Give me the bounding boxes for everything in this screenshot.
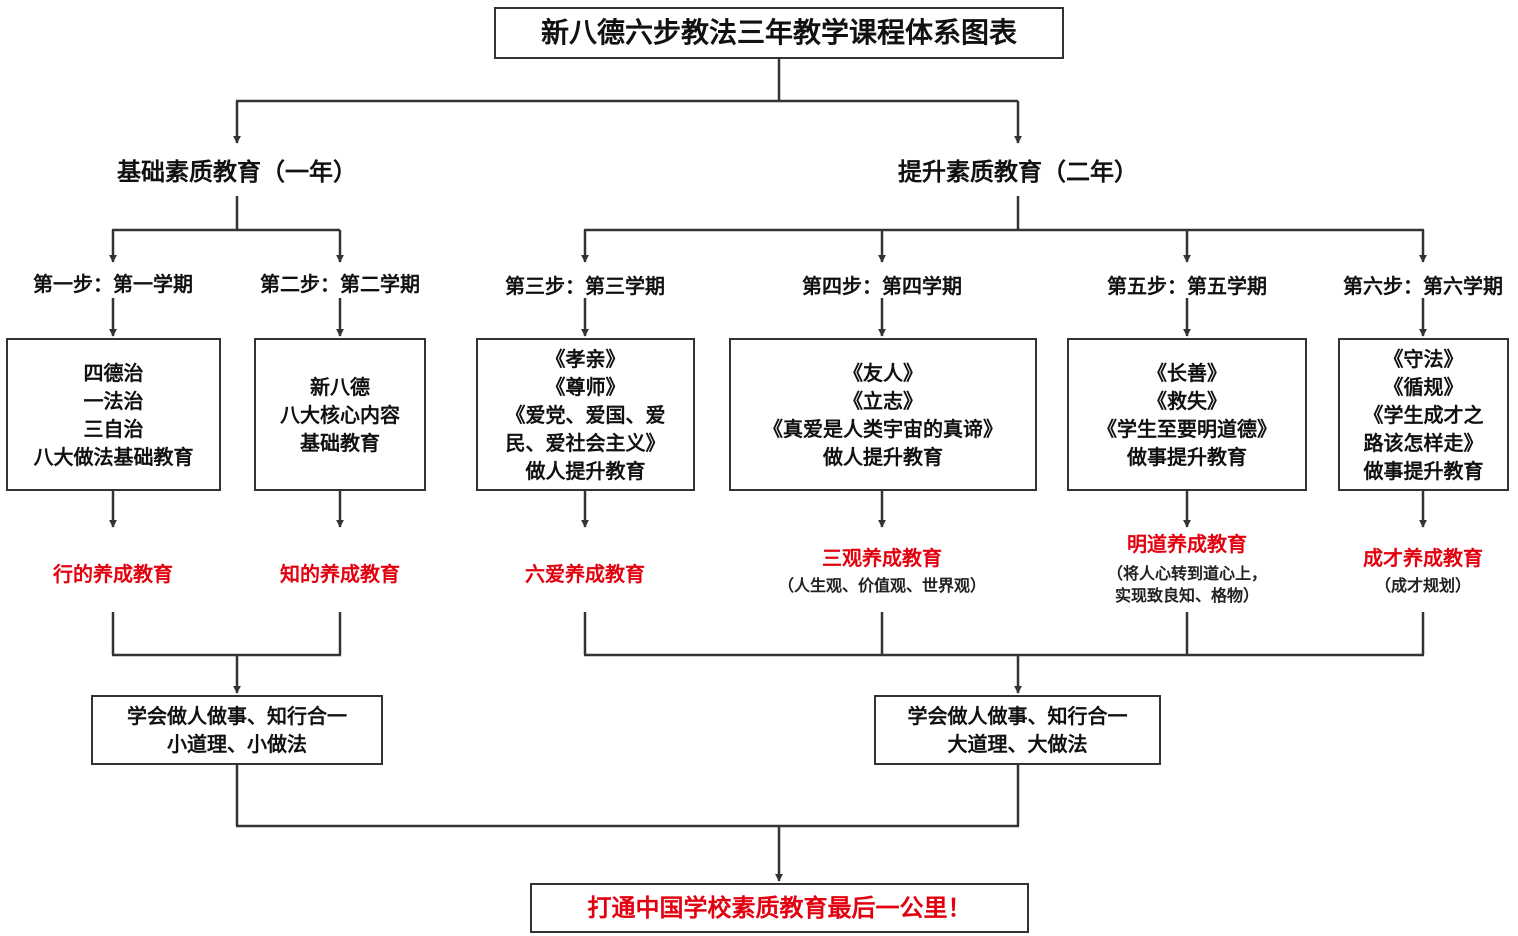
step-1-content-line: 八大做法基础教育 — [33, 444, 194, 469]
basic-summary-line: 学会做人做事、知行合一 — [127, 704, 347, 728]
branch-advanced-heading: 提升素质教育（二年） — [898, 158, 1138, 186]
advanced-summary-box: 学会做人做事、知行合一 大道理、大做法 — [874, 695, 1161, 765]
basic-summary-line: 小道理、小做法 — [167, 732, 307, 756]
step-2-content-line: 基础教育 — [300, 430, 380, 455]
step-5-content-line: 《救失》 — [1147, 388, 1227, 413]
step-3-content-line: 《尊师》 — [545, 374, 626, 399]
step-5-content-line: 《学生至要明道德》 — [1097, 416, 1277, 441]
step-3-label: 第三步：第三学期 — [505, 274, 665, 298]
step-3-content-line: 民、爱社会主义》 — [505, 430, 666, 455]
step-3-outcome: 六爱养成教育 — [525, 562, 645, 586]
step-6-content-line: 《守法》 — [1383, 346, 1464, 371]
step-1-outcome: 行的养成教育 — [53, 562, 173, 586]
step-1-content-line: 一法治 — [83, 388, 144, 413]
step-1-label: 第一步：第一学期 — [33, 272, 193, 296]
branch-basic-heading: 基础素质教育（一年） — [117, 158, 357, 186]
step-5-note: 实现致良知、格物） — [1114, 586, 1260, 605]
step-2-label: 第二步：第二学期 — [260, 272, 420, 296]
step-5-label: 第五步：第五学期 — [1107, 274, 1267, 298]
step-5-content-box: 《长善》 《救失》 《学生至要明道德》 做事提升教育 — [1067, 338, 1307, 491]
step-6-content-line: 《学生成才之 — [1363, 402, 1484, 427]
step-2-content-line: 新八德 — [310, 374, 370, 399]
step-3-content-line: 《孝亲》 — [545, 346, 626, 371]
basic-summary-box: 学会做人做事、知行合一 小道理、小做法 — [91, 695, 383, 765]
advanced-summary-line: 学会做人做事、知行合一 — [907, 704, 1128, 728]
step-1-content-line: 四德治 — [83, 360, 144, 385]
step-4-content-line: 《真爱是人类宇宙的真谛》 — [763, 416, 1003, 441]
step-1-content-box: 四德治 一法治 三自治 八大做法基础教育 — [6, 338, 221, 491]
step-3-content-box: 《孝亲》 《尊师》 《爱党、爱国、爱 民、爱社会主义》 做人提升教育 — [476, 338, 695, 491]
step-6-content-line: 路该怎样走》 — [1363, 430, 1484, 455]
step-6-content-box: 《守法》 《循规》 《学生成才之 路该怎样走》 做事提升教育 — [1338, 338, 1509, 491]
step-4-content-line: 《友人》 — [843, 360, 923, 385]
step-5-note: （将人心转到道心上， — [1106, 564, 1268, 583]
step-4-note: （人生观、价值观、世界观） — [777, 576, 987, 595]
step-5-content-line: 《长善》 — [1147, 360, 1227, 385]
step-3-content-line: 做人提升教育 — [525, 458, 646, 483]
step-6-content-line: 做事提升教育 — [1363, 458, 1484, 483]
final-goal-box: 打通中国学校素质教育最后一公里！ — [530, 883, 1029, 933]
step-6-content-line: 《循规》 — [1383, 374, 1464, 399]
step-4-content-line: 《立志》 — [843, 388, 923, 413]
final-goal-text: 打通中国学校素质教育最后一公里！ — [587, 894, 972, 922]
step-2-content-box: 新八德 八大核心内容 基础教育 — [254, 338, 426, 491]
step-6-note: （成才规划） — [1374, 576, 1472, 595]
step-1-content-line: 三自治 — [83, 416, 144, 441]
advanced-summary-line: 大道理、大做法 — [947, 732, 1088, 756]
chart-title: 新八德六步教法三年教学课程体系图表 — [494, 7, 1064, 59]
title-text: 新八德六步教法三年教学课程体系图表 — [540, 16, 1017, 49]
step-6-label: 第六步：第六学期 — [1343, 274, 1503, 298]
step-2-outcome: 知的养成教育 — [280, 562, 400, 586]
step-4-outcome: 三观养成教育 — [822, 546, 942, 570]
step-4-content-box: 《友人》 《立志》 《真爱是人类宇宙的真谛》 做人提升教育 — [729, 338, 1037, 491]
step-2-content-line: 八大核心内容 — [280, 402, 400, 427]
step-4-label: 第四步：第四学期 — [802, 274, 962, 298]
step-6-outcome: 成才养成教育 — [1363, 546, 1483, 570]
step-5-outcome: 明道养成教育 — [1127, 532, 1247, 556]
step-3-content-line: 《爱党、爱国、爱 — [505, 402, 666, 427]
step-5-content-line: 做事提升教育 — [1127, 444, 1247, 469]
step-4-content-line: 做人提升教育 — [823, 444, 943, 469]
